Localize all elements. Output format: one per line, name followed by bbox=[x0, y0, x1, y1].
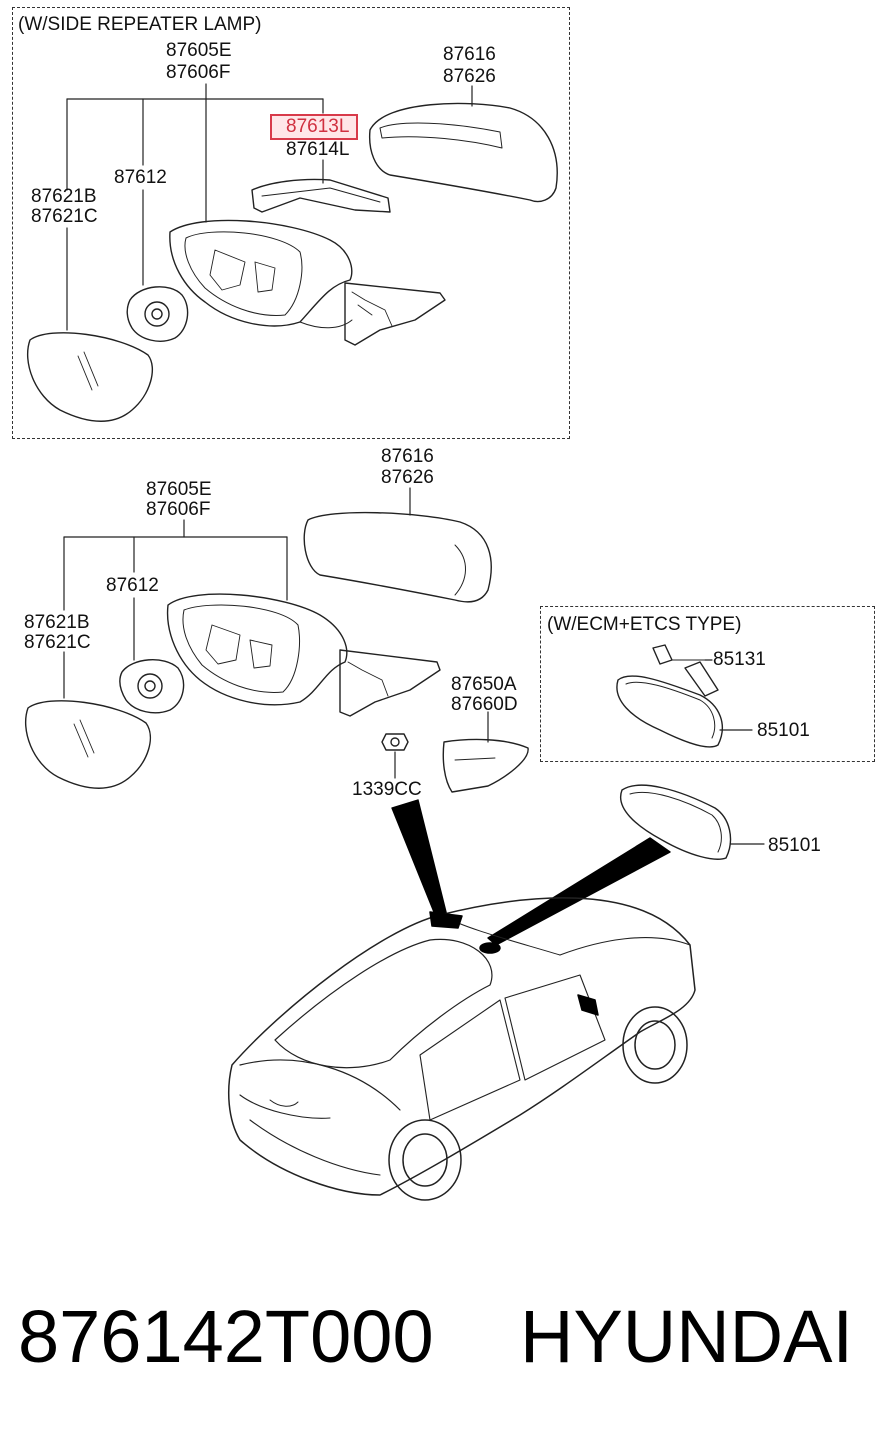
ecm-etcs-group bbox=[540, 606, 875, 762]
part-label-87606F: 87606F bbox=[166, 62, 231, 83]
g1-mirror-base bbox=[345, 283, 445, 345]
pointer-wedge-outside-mirror bbox=[392, 800, 448, 922]
part-label-87614L: 87614L bbox=[286, 139, 350, 160]
g2-nut-1339CC bbox=[382, 734, 408, 750]
group1-leader-lines bbox=[67, 84, 472, 330]
part-label-87613L: 87613L bbox=[286, 116, 350, 137]
part-label-85101: 85101 bbox=[768, 835, 821, 856]
g1-mirror-housing bbox=[170, 220, 352, 327]
footer-part-number: 876142T000 bbox=[18, 1295, 434, 1378]
g1-mirror-cover bbox=[370, 103, 558, 201]
part-label-87606F: 87606F bbox=[146, 499, 211, 520]
g2-mirror-cover bbox=[304, 513, 491, 602]
part-label-87612: 87612 bbox=[114, 167, 167, 188]
footer-brand: HYUNDAI bbox=[520, 1295, 854, 1378]
ecm-sensor-85131 bbox=[653, 645, 718, 696]
part-label-87616: 87616 bbox=[443, 44, 496, 65]
g2-garnish-87650A bbox=[443, 740, 528, 792]
part-label-87621C: 87621C bbox=[31, 206, 98, 227]
pointer-wedge-inside-mirror bbox=[488, 838, 670, 945]
side-repeater-lamp-title: (W/SIDE REPEATER LAMP) bbox=[18, 14, 262, 35]
g2-mirror-housing bbox=[168, 594, 347, 705]
part-label-87650A: 87650A bbox=[451, 674, 517, 695]
inside-mirror-85101 bbox=[621, 785, 764, 859]
part-label-87616: 87616 bbox=[381, 446, 434, 467]
part-label-87626: 87626 bbox=[381, 467, 434, 488]
side-repeater-lamp-group bbox=[12, 7, 570, 439]
part-label-87605E: 87605E bbox=[146, 479, 212, 500]
part-label-87621B: 87621B bbox=[24, 612, 90, 633]
part-label-87612: 87612 bbox=[106, 575, 159, 596]
ecm-mirror-85101 bbox=[617, 676, 752, 747]
part-label-87626: 87626 bbox=[443, 66, 496, 87]
g1-repeater-lamp bbox=[252, 179, 390, 212]
group2-leader-lines bbox=[64, 488, 488, 778]
car-body bbox=[229, 898, 695, 1200]
part-label-1339CC: 1339CC bbox=[352, 779, 422, 800]
g1-actuator-motor bbox=[127, 287, 187, 341]
g1-mirror-glass bbox=[28, 333, 153, 421]
g2-mirror-base bbox=[340, 650, 440, 716]
part-label-87605E: 87605E bbox=[166, 40, 232, 61]
highlight-box-87613L bbox=[270, 114, 358, 140]
part-label-87621B: 87621B bbox=[31, 186, 97, 207]
g2-actuator-motor bbox=[120, 660, 184, 713]
g2-mirror-glass bbox=[26, 701, 151, 788]
part-label-85131: 85131 bbox=[713, 649, 766, 670]
ecm-etcs-title: (W/ECM+ETCS TYPE) bbox=[547, 614, 742, 635]
part-label-87621C: 87621C bbox=[24, 632, 91, 653]
part-label-85101: 85101 bbox=[757, 720, 810, 741]
part-label-87660D: 87660D bbox=[451, 694, 518, 715]
